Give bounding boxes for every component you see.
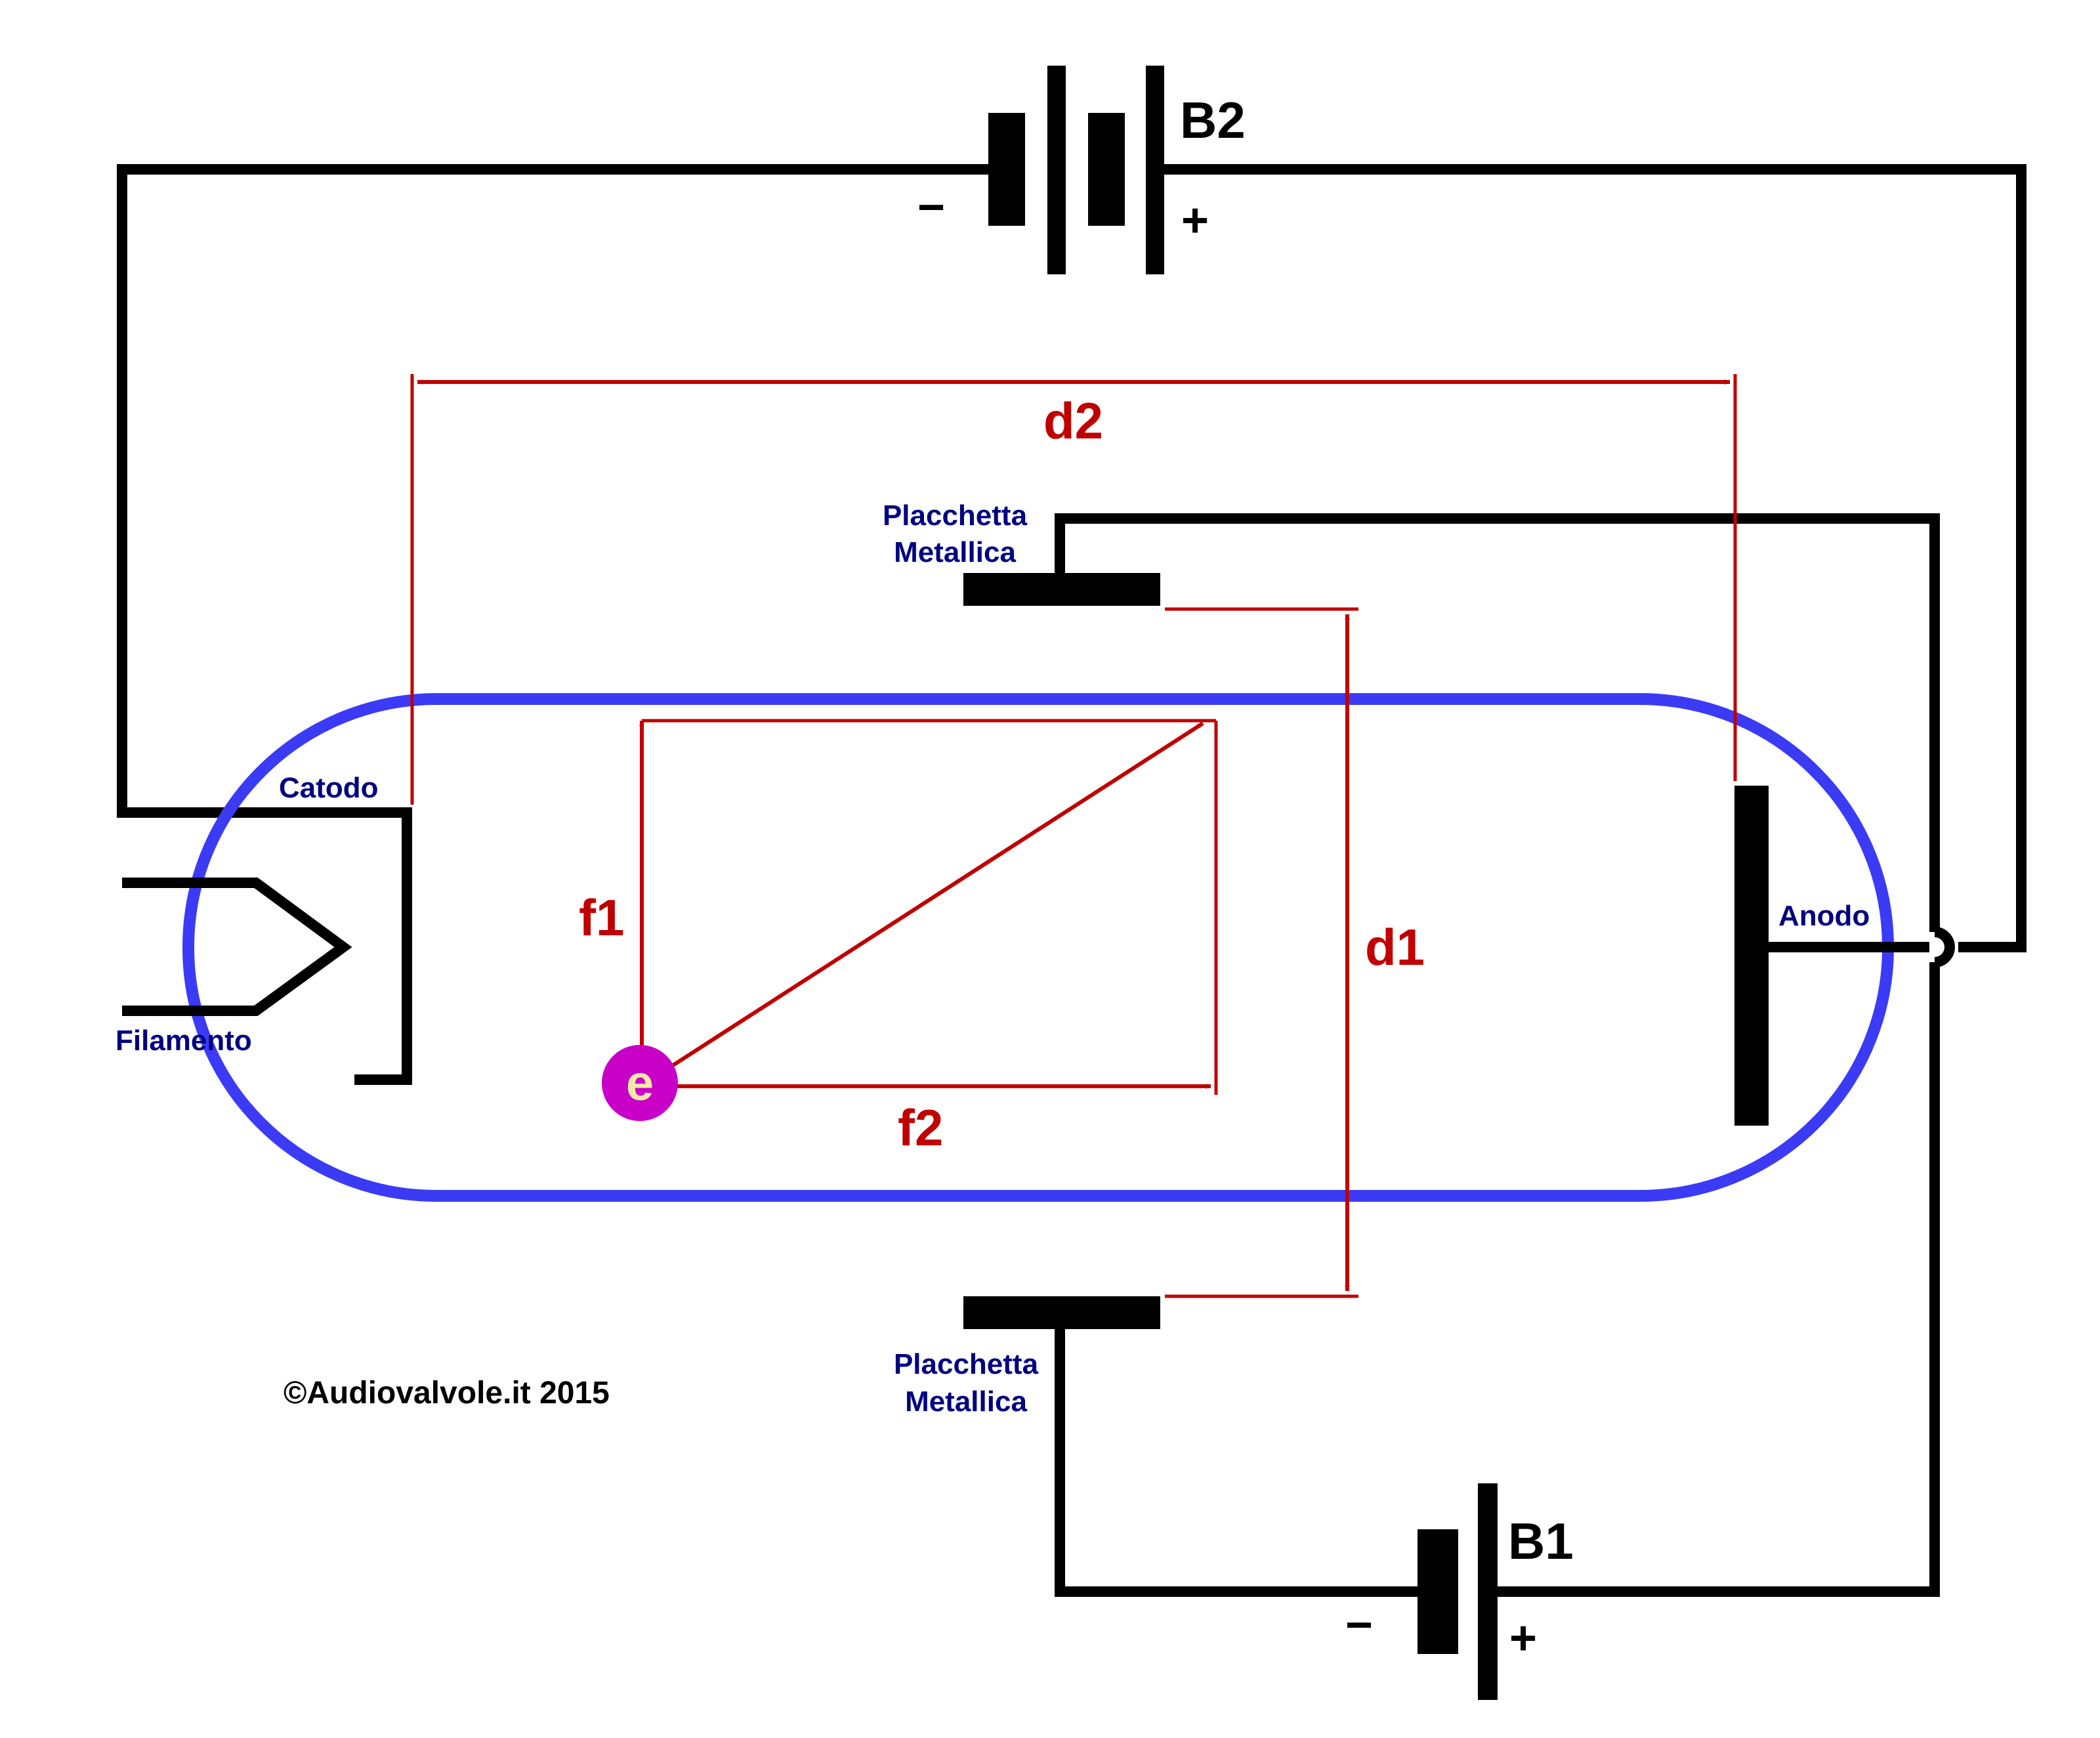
battery-b2-short-plate-1 (988, 113, 1025, 226)
plate-top-label-line2: Metallica (894, 536, 1016, 568)
deflection-plate-bottom (963, 1296, 1160, 1329)
f2-label: f2 (898, 1099, 943, 1156)
filament-label: Filamento (116, 1025, 252, 1057)
b1-circuit-wires (1055, 513, 1940, 1597)
battery-b1-long-plate (1478, 1483, 1498, 1700)
battery-b2-long-plate-2 (1146, 66, 1164, 274)
wire-b2-negative (117, 164, 991, 1085)
wire-top-plate-to-b1-positive (1055, 513, 1940, 932)
b2-circuit-wires (117, 164, 2026, 1085)
filament (122, 878, 352, 1016)
wire-b1-positive-return (1498, 962, 1940, 1597)
battery-b2-plus-sign: + (1181, 194, 1209, 247)
resultant-force-arrow (648, 721, 1204, 1082)
plate-bottom-label-line1: Placchetta (894, 1348, 1039, 1380)
battery-b2 (988, 66, 1164, 274)
battery-b1-minus-sign: − (1345, 1599, 1373, 1651)
battery-b1 (1418, 1483, 1498, 1700)
battery-b2-short-plate-2 (1088, 113, 1125, 226)
anode-label: Anodo (1778, 900, 1870, 932)
d2-label: d2 (1043, 392, 1103, 450)
f1-label: f1 (579, 889, 624, 946)
electron-label: e (626, 1055, 654, 1111)
battery-b2-minus-sign: − (917, 181, 945, 234)
d1-label: d1 (1365, 918, 1425, 976)
battery-b2-long-plate-1 (1047, 66, 1066, 274)
wire-crossover-hop (1934, 927, 1955, 967)
wire-bottom-plate-to-b1-negative (1055, 1316, 1424, 1597)
measurements (410, 374, 1737, 1298)
deflection-plate-top (963, 573, 1160, 606)
battery-b1-plus-sign: + (1509, 1612, 1537, 1664)
copyright-text: ©Audiovalvole.it 2015 (284, 1376, 610, 1410)
wire-b2-positive (1158, 164, 2026, 952)
anode-plate (1734, 786, 1769, 1126)
electron-dot (602, 1045, 678, 1121)
plate-bottom-label-line2: Metallica (905, 1386, 1027, 1418)
plate-top-label-line1: Placchetta (883, 499, 1028, 532)
battery-b1-short-plate (1418, 1529, 1458, 1654)
tube-envelope (182, 693, 1894, 1202)
battery-b2-label: B2 (1180, 91, 1246, 149)
battery-b1-label: B1 (1508, 1512, 1574, 1570)
cathode-label: Catodo (279, 772, 379, 804)
